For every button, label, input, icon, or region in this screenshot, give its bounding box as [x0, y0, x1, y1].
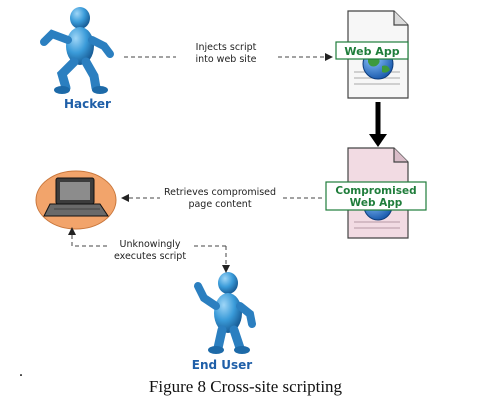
execute-label-line2: executes script — [114, 251, 186, 262]
execute-label-line1: Unknowingly — [119, 239, 180, 250]
compromised-document-icon — [325, 147, 427, 239]
compromised-title-line2: Web App — [350, 197, 403, 209]
laptop-icon — [35, 170, 117, 230]
retrieve-label-line1: Retrieves compromised — [164, 187, 276, 198]
hack-to-compromise-arrowhead — [369, 134, 387, 147]
compromised-title-line1: Compromised — [335, 185, 416, 197]
retrieve-label-bg — [160, 183, 282, 213]
inject-label-line2: into web site — [195, 54, 256, 65]
execute-label-bg — [110, 238, 192, 266]
figure-caption: Figure 8 Cross-site scripting — [148, 377, 343, 396]
web-app-title: Web App — [344, 45, 399, 58]
end-user-label: End User — [192, 358, 253, 372]
inject-label-bg — [176, 38, 276, 68]
retrieve-label-line2: page content — [188, 199, 251, 210]
inject-label-line1: Injects script — [196, 42, 257, 53]
end-user-figure-icon — [194, 272, 256, 354]
stray-mark: . — [19, 363, 23, 380]
hacker-label: Hacker — [64, 97, 111, 111]
web-app-document-icon — [335, 10, 409, 99]
hacker-figure-icon — [40, 7, 114, 94]
